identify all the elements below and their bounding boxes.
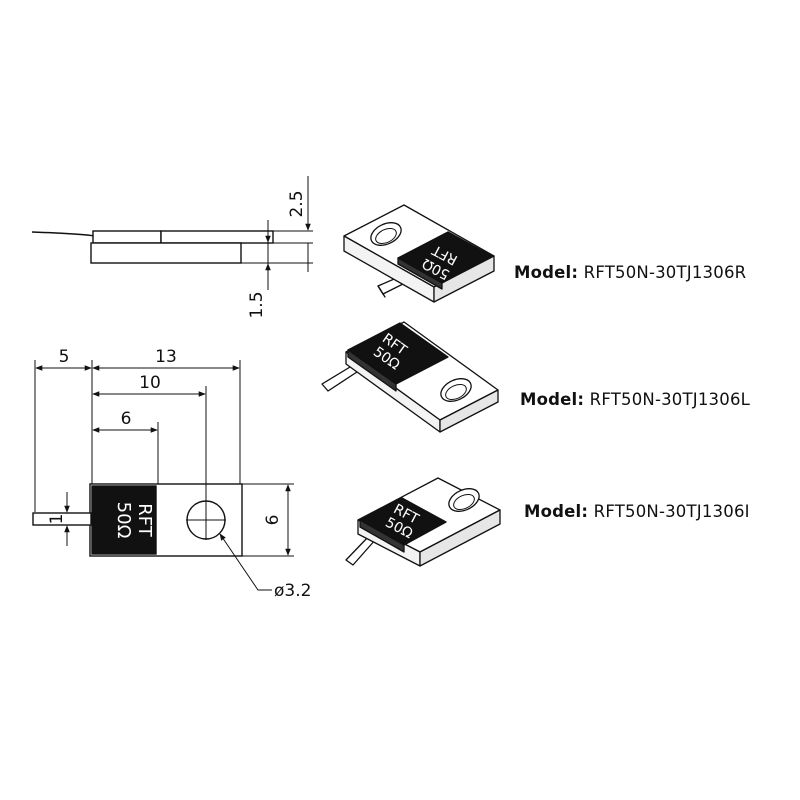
model-value: RFT50N-30TJ1306R xyxy=(583,263,747,282)
model-prefix: Model: xyxy=(520,390,585,409)
top-chip xyxy=(91,485,157,555)
model-label-l: Model: RFT50N-30TJ1306L xyxy=(520,390,750,409)
model-label-i: Model: RFT50N-30TJ1306I xyxy=(524,502,750,521)
side-chip xyxy=(92,230,162,244)
side-view xyxy=(31,176,313,290)
dim-hole-center: 10 xyxy=(139,373,161,393)
model-prefix: Model: xyxy=(514,263,579,282)
side-lead xyxy=(31,231,96,237)
model-value: RFT50N-30TJ1306L xyxy=(589,390,751,409)
side-flange xyxy=(90,242,242,264)
dim-hole-diameter: ø3.2 xyxy=(274,581,311,601)
product-view-i xyxy=(345,477,501,567)
top-chip-text-line1: RFT xyxy=(134,503,155,538)
dim-thickness-top: 2.5 xyxy=(287,190,307,217)
model-prefix: Model: xyxy=(524,502,589,521)
model-value: RFT50N-30TJ1306I xyxy=(593,502,750,521)
dim-total-length: 13 xyxy=(155,347,177,367)
side-body xyxy=(160,230,274,244)
top-chip-text-line2: 50Ω xyxy=(113,502,134,539)
top-view xyxy=(32,360,294,591)
dim-lead-width: 1 xyxy=(47,514,67,525)
dim-lead-length: 5 xyxy=(59,347,70,367)
dim-thickness-bottom: 1.5 xyxy=(247,291,267,318)
dim-width: 6 xyxy=(263,515,283,526)
model-label-r: Model: RFT50N-30TJ1306R xyxy=(514,263,746,282)
product-view-l xyxy=(321,321,499,433)
product-view-r xyxy=(343,204,495,303)
dim-chip-length: 6 xyxy=(121,409,132,429)
